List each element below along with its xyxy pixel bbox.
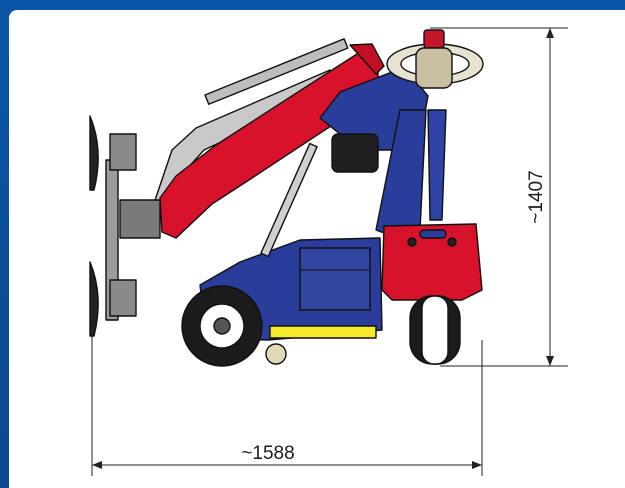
mast-arm [427,109,447,221]
rotator-head [119,199,161,239]
control-button-red [423,29,445,49]
rear-wheel-hub [421,295,449,365]
length-dimension-label: ~1588 [241,443,294,464]
dimension-lines [91,27,568,476]
counterweight-bolt-left [407,237,417,247]
counterweight-slot [419,229,447,239]
battery-box [299,247,371,311]
machine [89,29,484,367]
front-wheel-hub [213,317,231,335]
support-strut [260,142,318,258]
pad-bracket-top [109,133,137,171]
pad-bracket-bottom [109,279,137,317]
arrow-left [92,461,102,469]
yellow-footstep [269,325,377,339]
tiller-grip [415,47,453,89]
vacuum-pad-top [89,115,99,191]
height-dimension-label: ~1407 [526,170,547,223]
vacuum-pad-bottom [89,261,99,337]
counterweight-bolt-right [447,237,457,247]
counterweight [381,223,483,301]
arrow-top [546,28,554,38]
caster-wheel [265,343,287,365]
hydraulic-rod [204,38,349,105]
dimension-arrows [92,28,554,469]
arrow-bottom [546,356,554,366]
arrow-right [472,461,482,469]
control-box [331,133,379,173]
boom-head [349,43,385,75]
